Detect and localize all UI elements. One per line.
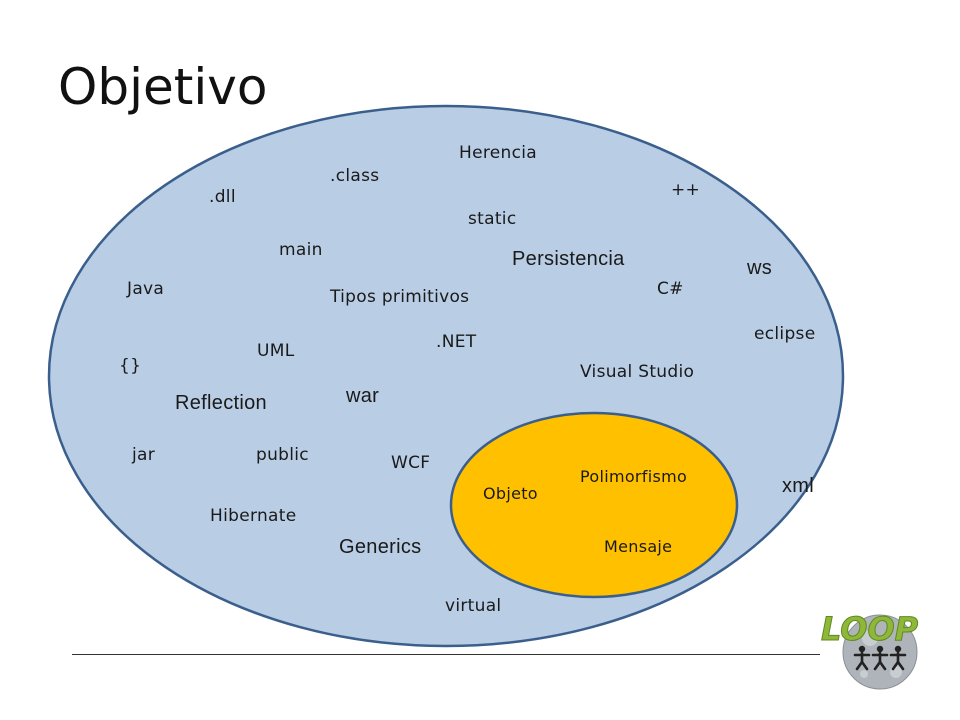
word-jar: jar — [132, 445, 156, 465]
word-generics: Generics — [339, 536, 422, 558]
word-objeto: Objeto — [483, 484, 538, 503]
word-ws: ws — [747, 257, 773, 279]
word-main: main — [279, 240, 323, 260]
word-plusplus: ++ — [671, 180, 701, 200]
word-persistencia: Persistencia — [512, 248, 625, 270]
loop-logo: LOOP — [821, 610, 919, 690]
word-herencia: Herencia — [459, 143, 537, 163]
svg-text:LOOP: LOOP — [821, 610, 919, 648]
word-hibernate: Hibernate — [210, 506, 297, 526]
inner-set-ellipse — [449, 411, 739, 599]
word-dll: .dll — [209, 187, 236, 207]
word-war: war — [346, 385, 380, 407]
word-eclipse: eclipse — [754, 324, 816, 344]
word-class: .class — [330, 166, 380, 186]
word-polimorfismo: Polimorfismo — [580, 467, 688, 486]
word-mensaje: Mensaje — [604, 537, 673, 556]
word-wcf: WCF — [391, 453, 431, 473]
word-dotnet: .NET — [436, 332, 477, 352]
footer-rule — [72, 654, 820, 655]
word-static: static — [468, 209, 517, 229]
word-braces: {} — [119, 356, 142, 376]
word-visual-studio: Visual Studio — [580, 362, 695, 382]
outer-set-ellipse — [47, 104, 845, 648]
word-java: Java — [127, 279, 165, 299]
word-uml: UML — [257, 341, 295, 361]
word-public: public — [256, 445, 309, 465]
word-xml: xml — [782, 475, 815, 497]
word-virtual: virtual — [445, 596, 502, 616]
word-reflection: Reflection — [175, 392, 267, 414]
word-csharp: C# — [657, 279, 684, 299]
word-tipos-primitivos: Tipos primitivos — [330, 287, 470, 307]
slide-title: Objetivo — [58, 58, 268, 116]
